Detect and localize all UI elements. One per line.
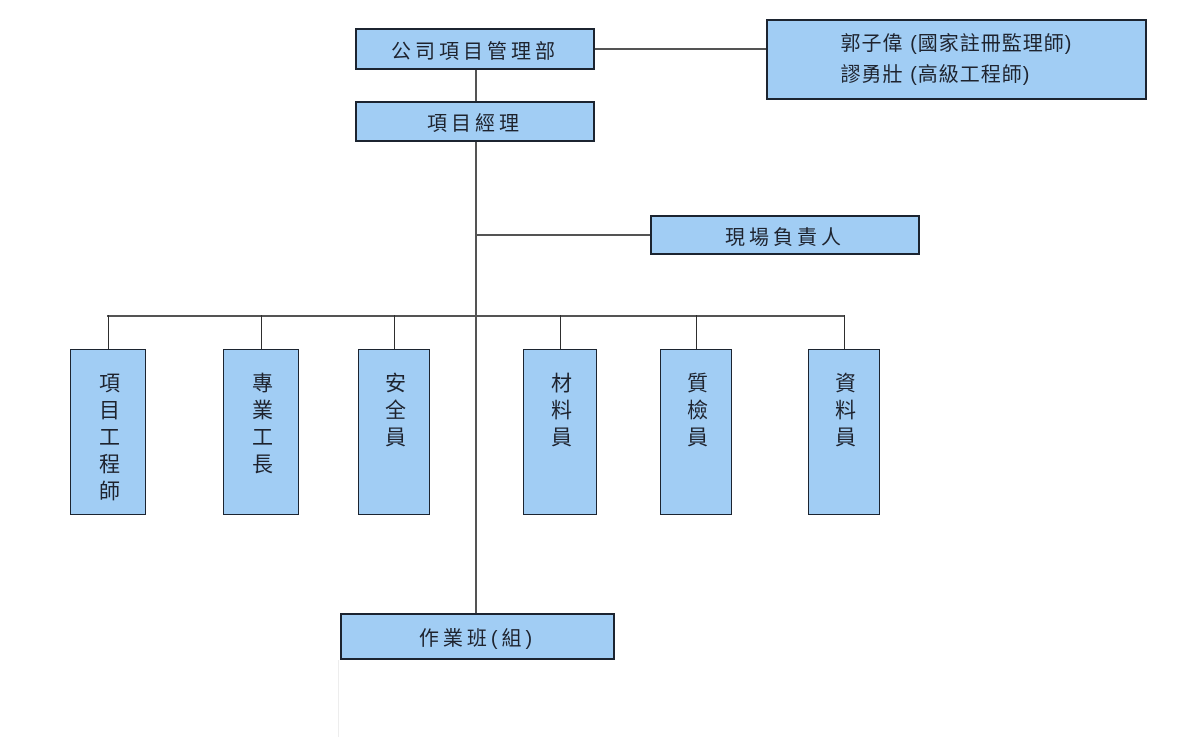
connector-trunk-vertical — [475, 142, 477, 613]
page-boundary-line — [338, 660, 339, 737]
advisor-line-1: 郭子偉 (國家註冊監理師) — [840, 32, 1073, 55]
connector-stub-document-clerk — [844, 315, 845, 349]
connector-trunk-to-site-lead — [477, 234, 650, 236]
node-material-clerk: 材料員 — [523, 349, 597, 515]
connector-distribution-horizontal — [107, 315, 845, 317]
node-label: 資料員 — [832, 372, 856, 453]
node-label: 專業工長 — [249, 372, 273, 480]
connector-stub-professional-foreman — [261, 315, 262, 349]
node-document-clerk: 資料員 — [808, 349, 880, 515]
node-label: 材料員 — [548, 372, 572, 453]
node-label: 項目經理 — [427, 113, 523, 135]
connector-dept-to-advisors — [595, 48, 766, 50]
node-advisors: 郭子偉 (國家註冊監理師) 謬勇壯 (高級工程師) — [766, 19, 1147, 100]
node-label: 質檢員 — [684, 372, 708, 453]
node-project-engineer: 項目工程師 — [70, 349, 146, 515]
node-label: 項目工程師 — [96, 372, 120, 507]
node-label: 公司項目管理部 — [391, 40, 559, 63]
node-site-lead: 現場負責人 — [650, 215, 920, 255]
connector-dept-to-manager — [475, 70, 477, 101]
advisor-line-2: 謬勇壯 (高級工程師) — [840, 63, 1031, 86]
node-label: 現場負責人 — [725, 226, 845, 249]
node-quality-inspector: 質檢員 — [660, 349, 732, 515]
node-label: 作業班(組) — [418, 628, 537, 650]
node-label: 安全員 — [382, 372, 406, 453]
node-project-manager: 項目經理 — [355, 101, 595, 142]
connector-stub-material-clerk — [560, 315, 561, 349]
node-professional-foreman: 專業工長 — [223, 349, 299, 515]
node-work-team: 作業班(組) — [340, 613, 615, 660]
connector-stub-quality-inspector — [696, 315, 697, 349]
connector-stub-safety-officer — [394, 315, 395, 349]
connector-stub-project-engineer — [108, 315, 109, 349]
advisors-text-block: 郭子偉 (國家註冊監理師) 謬勇壯 (高級工程師) — [841, 29, 1073, 91]
node-safety-officer: 安全員 — [358, 349, 430, 515]
node-company-project-dept: 公司項目管理部 — [355, 28, 595, 70]
